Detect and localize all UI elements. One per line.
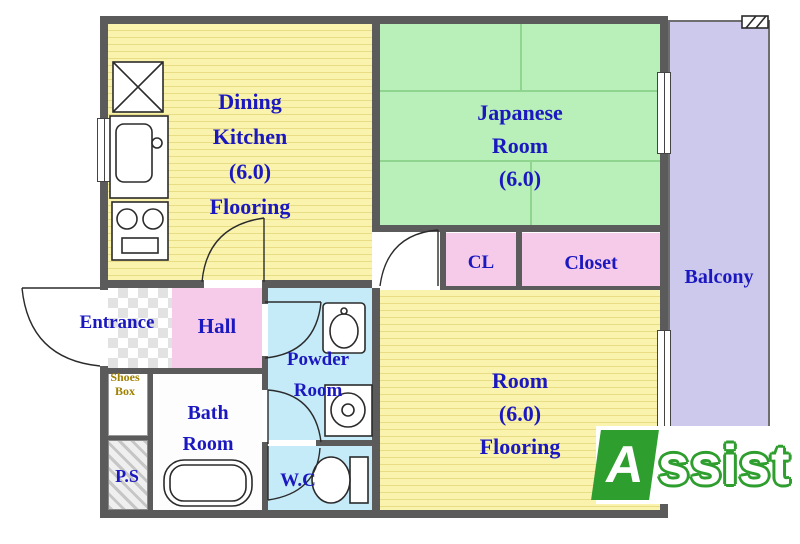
entrance-label: Entrance xyxy=(79,312,155,333)
dining-kitchen-label: Dining Kitchen (6.0) Flooring xyxy=(209,89,291,219)
wall-segment xyxy=(262,442,268,510)
cl-area xyxy=(446,233,516,286)
assist-watermark: A ssist xyxy=(591,426,792,504)
closet-label: Closet xyxy=(564,252,618,274)
tatami-line xyxy=(380,160,660,162)
wall-segment xyxy=(262,374,268,390)
entrance-area xyxy=(108,288,172,368)
balcony-window xyxy=(657,72,671,154)
shoes-box-area xyxy=(108,372,148,436)
wall-segment xyxy=(440,232,446,290)
tatami-line xyxy=(520,24,522,90)
assist-logo-text: ssist xyxy=(658,433,791,496)
hall-area xyxy=(172,288,262,368)
powder-room-label: Powder Room xyxy=(286,349,350,401)
assist-logo-mark: A xyxy=(591,430,659,500)
wall-segment xyxy=(108,280,204,288)
wc-label: W.C xyxy=(280,470,316,491)
room-label: Room (6.0) Flooring xyxy=(479,368,561,459)
closet-front-line xyxy=(446,286,660,290)
hall-label: Hall xyxy=(197,314,237,338)
balcony-area xyxy=(668,20,770,428)
japanese-room-label: Japanese Room (6.0) xyxy=(477,100,563,191)
wall-segment xyxy=(100,16,108,518)
window xyxy=(97,118,111,182)
shoes-box-label: Shoes Box xyxy=(110,370,140,398)
wall-segment xyxy=(108,368,268,374)
cl-label: CL xyxy=(467,252,495,273)
wall-segment xyxy=(148,368,153,510)
wall-segment xyxy=(100,510,668,518)
tatami-line xyxy=(530,160,532,225)
wall-segment xyxy=(372,225,668,232)
wall-segment xyxy=(262,288,268,304)
entrance-door-opening xyxy=(100,290,108,366)
wall-segment xyxy=(372,288,380,510)
ps-area xyxy=(108,440,148,510)
balcony-window xyxy=(657,330,671,428)
wall-segment xyxy=(660,16,668,518)
wall-segment xyxy=(262,280,372,288)
bath-room-label: Bath Room xyxy=(182,402,234,455)
balcony-label: Balcony xyxy=(684,266,754,288)
ps-label: P.S xyxy=(115,466,139,486)
wall-segment xyxy=(516,232,522,290)
closet-area xyxy=(522,233,660,286)
wall-segment xyxy=(262,356,268,374)
wall-segment xyxy=(372,24,380,232)
corridor-door-swing xyxy=(379,229,439,287)
wall-segment xyxy=(100,16,668,24)
tatami-line xyxy=(380,90,660,92)
japanese-room-area xyxy=(380,24,660,225)
wall-segment xyxy=(316,440,372,446)
wall-segment xyxy=(108,436,148,440)
